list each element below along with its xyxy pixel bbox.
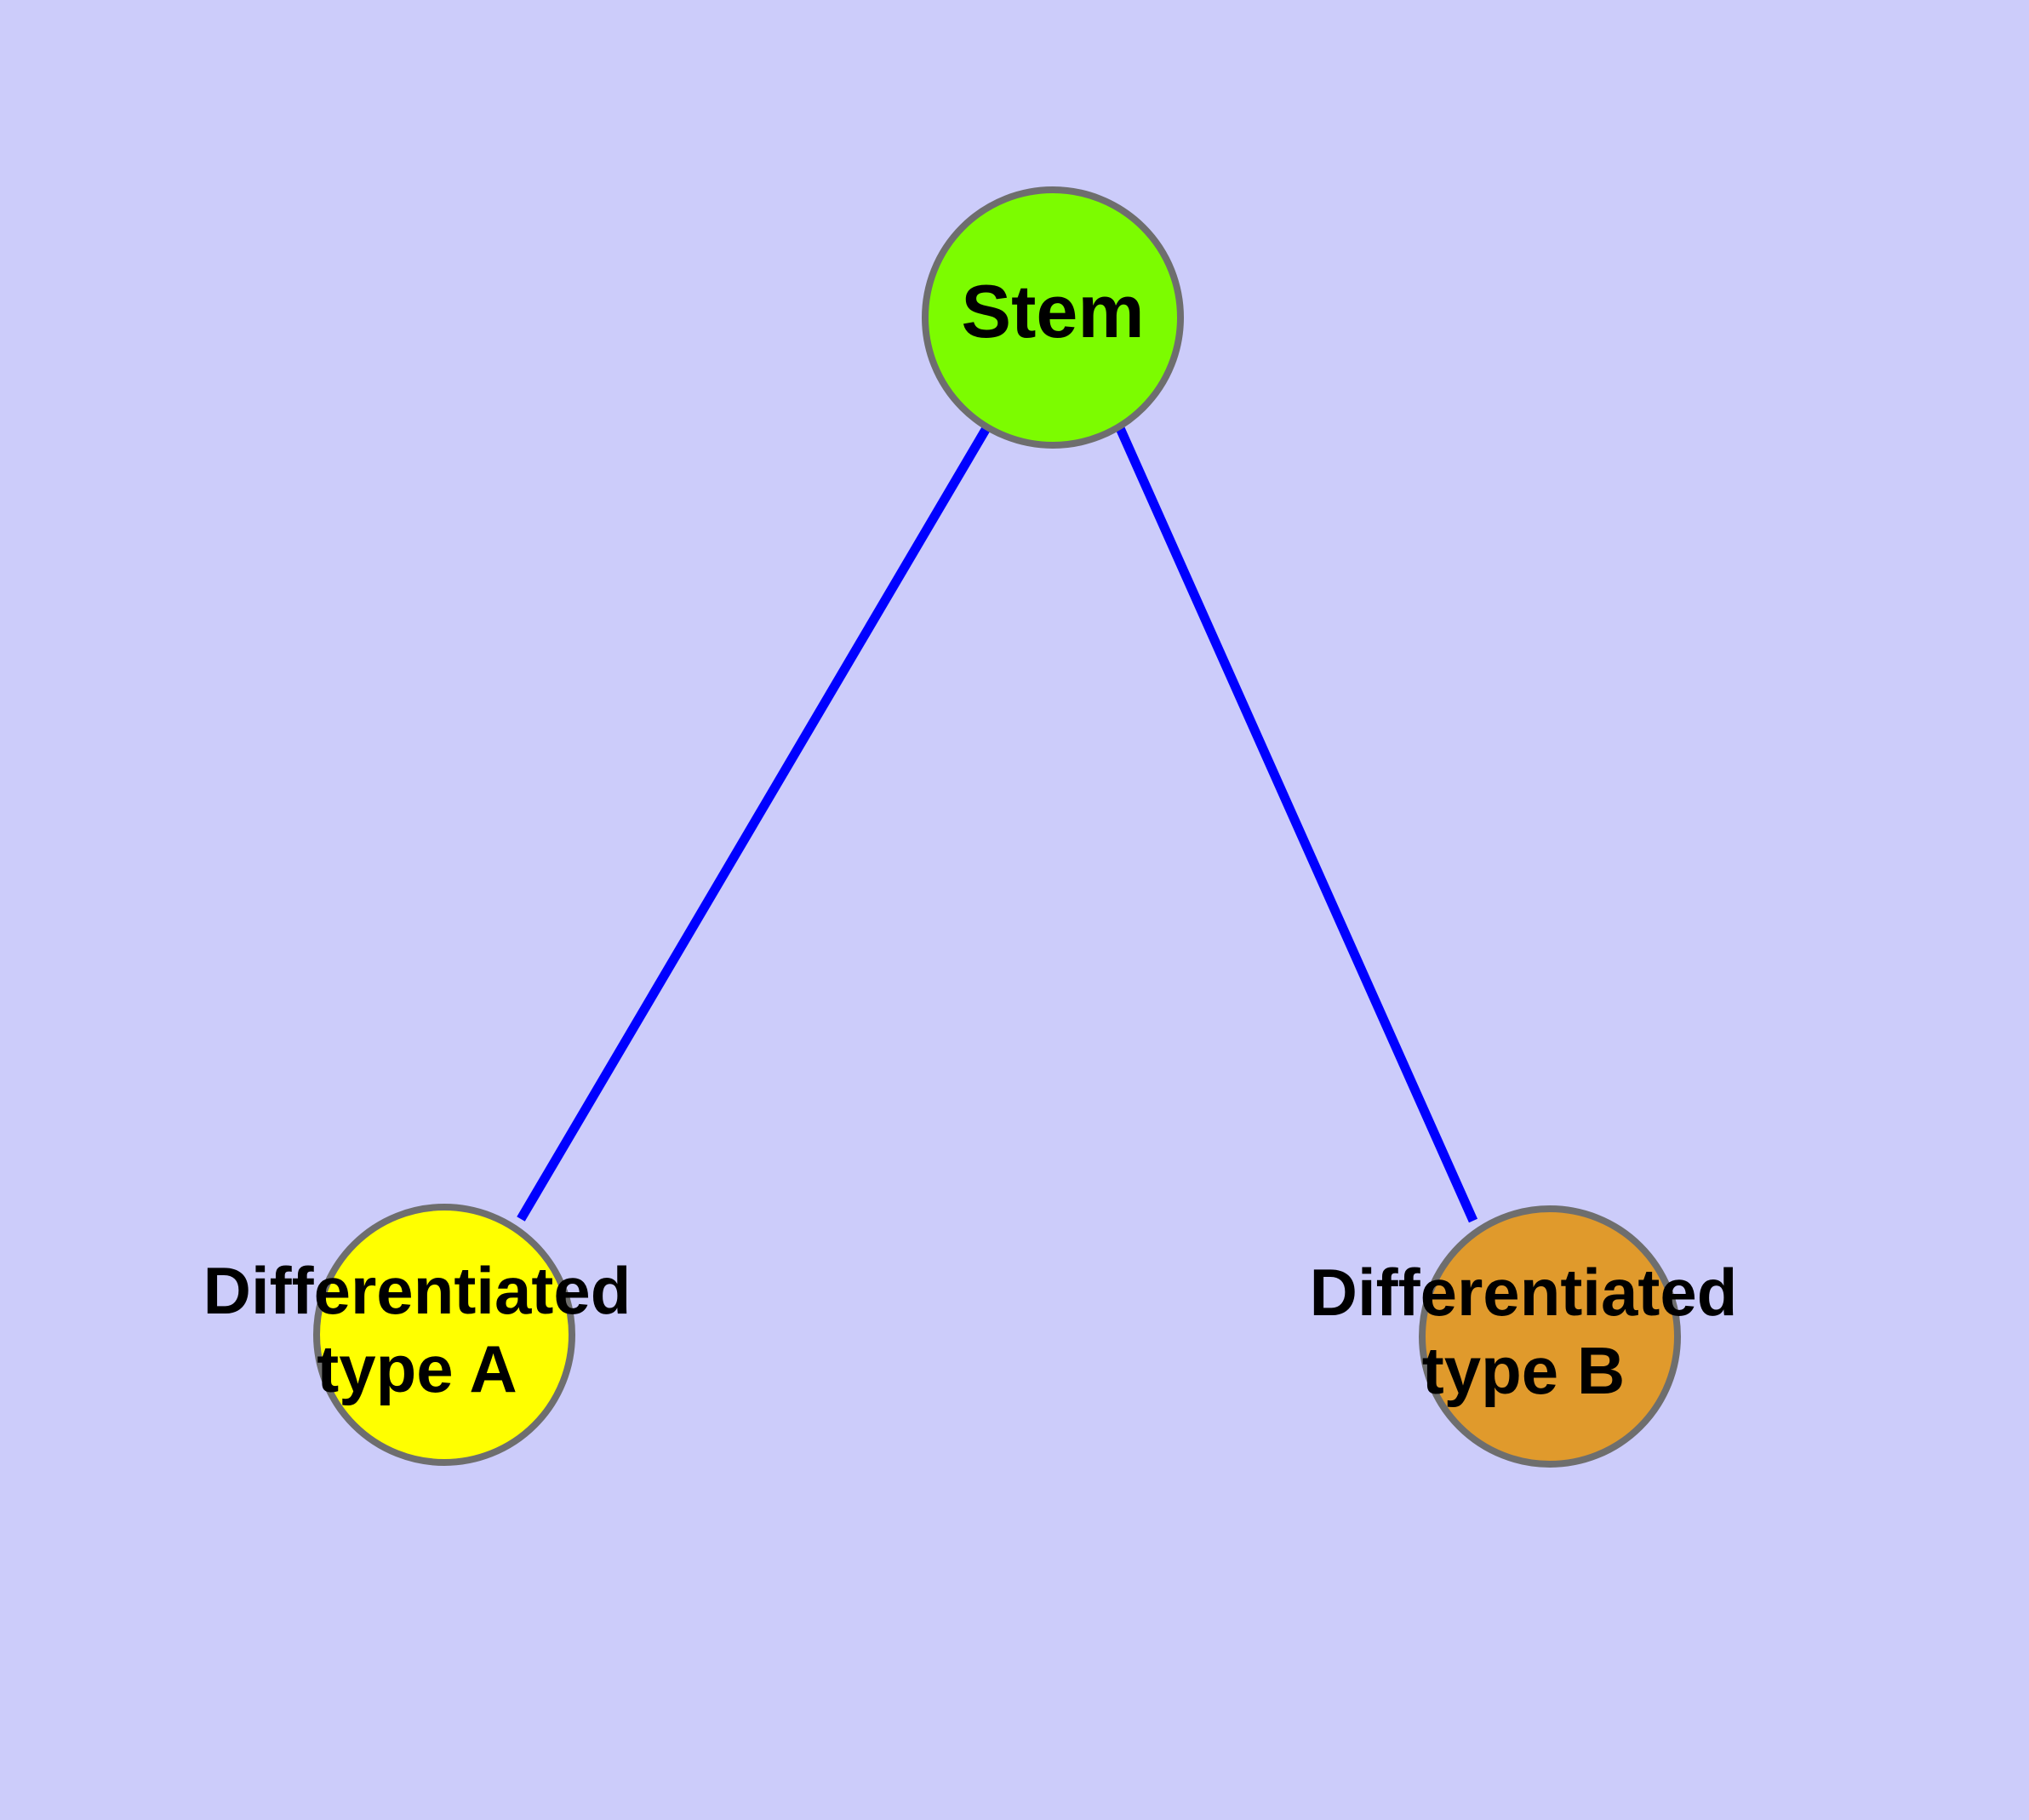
node-label-stem: Stem — [961, 269, 1144, 353]
edge-stem-to-diff-a — [517, 426, 991, 1222]
node-label-line: Differentiated — [1310, 1255, 1738, 1330]
edge-stem-to-diff-b — [1115, 426, 1478, 1223]
node-circle-diff-a[interactable] — [313, 1204, 575, 1466]
node-stem[interactable]: Stem — [922, 186, 1184, 449]
node-label-line: Differentiated — [203, 1253, 632, 1328]
node-circle-stem[interactable] — [922, 186, 1184, 449]
node-circle-diff-b[interactable] — [1419, 1205, 1681, 1468]
node-label-line: type A — [317, 1331, 517, 1406]
node-label-line: type B — [1422, 1333, 1625, 1408]
node-label-line: Stem — [961, 269, 1144, 353]
edges-layer — [517, 426, 1478, 1223]
